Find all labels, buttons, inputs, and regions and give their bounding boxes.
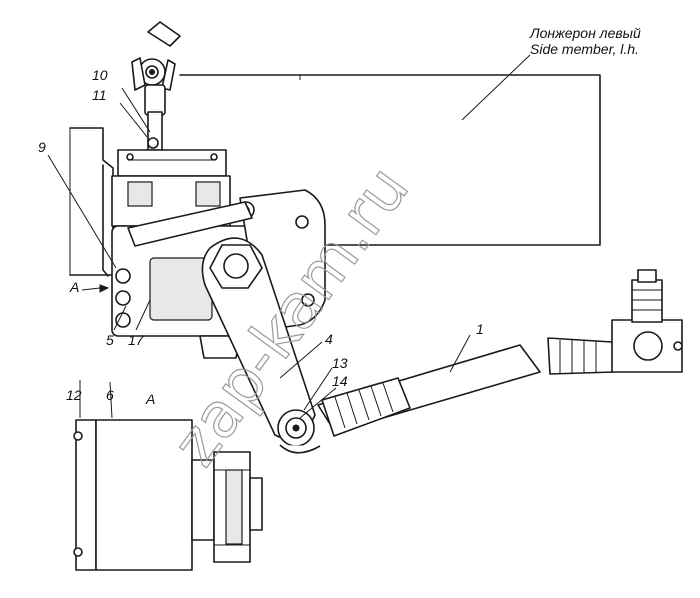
callout-1: 1 xyxy=(476,321,484,337)
callout-leaders xyxy=(47,87,471,419)
side-member-leader xyxy=(461,54,531,121)
side-member xyxy=(179,74,601,246)
pitman-arm xyxy=(201,237,321,454)
side-member-label-ru: Лонжерон левый xyxy=(529,25,641,41)
drag-link-end xyxy=(547,269,683,375)
cardan-joint xyxy=(131,21,181,151)
view-a-label: A xyxy=(145,391,155,407)
callout-10: 10 xyxy=(92,67,108,83)
upper-link xyxy=(127,201,253,247)
callout-5: 5 xyxy=(106,332,114,348)
view-marker: A xyxy=(69,279,110,295)
view-a-detail xyxy=(73,419,263,571)
callout-9: 9 xyxy=(38,139,46,155)
frame-bracket xyxy=(69,127,114,277)
callout-6: 6 xyxy=(106,387,114,403)
side-member-label-en: Side member, l.h. xyxy=(530,41,639,57)
callout-12: 12 xyxy=(66,387,82,403)
callout-11: 11 xyxy=(92,87,107,103)
drag-link xyxy=(317,344,541,437)
callout-14: 14 xyxy=(332,373,348,389)
callout-4: 4 xyxy=(325,331,333,347)
callout-17: 17 xyxy=(128,332,145,348)
callout-13: 13 xyxy=(332,355,348,371)
view-marker-letter: A xyxy=(69,279,79,295)
